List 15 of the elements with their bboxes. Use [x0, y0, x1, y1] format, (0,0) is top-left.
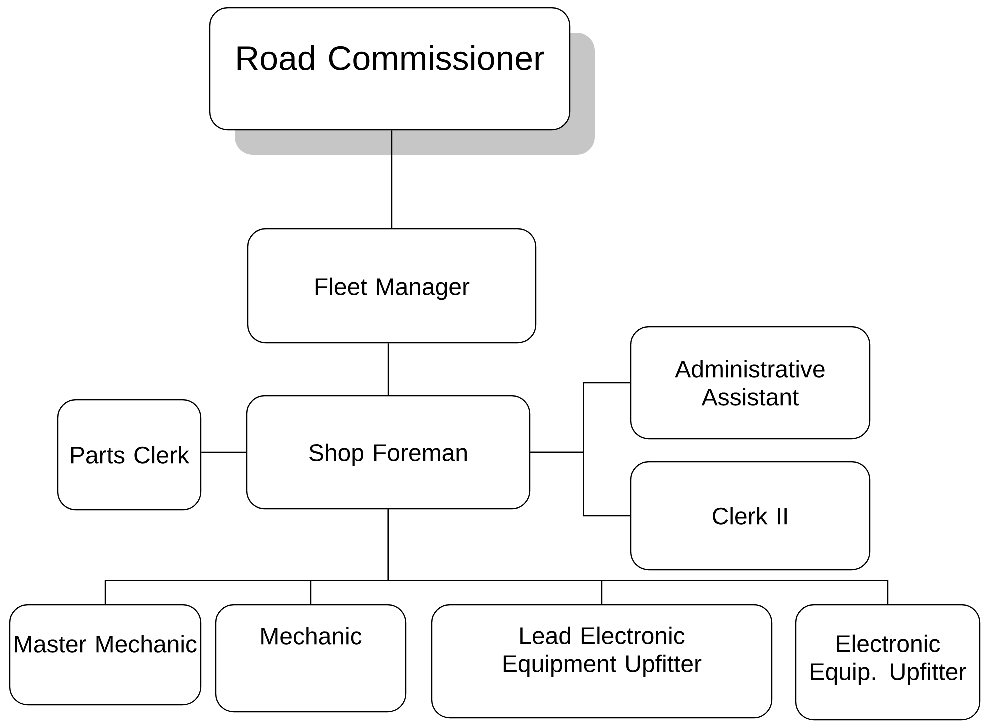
org-box: Lead Electronic Equipment Upfitter: [431, 604, 773, 719]
connector-line: [391, 130, 393, 228]
org-box: Fleet Manager: [247, 228, 537, 344]
connector-line: [388, 510, 889, 604]
org-box: Clerk II: [630, 461, 871, 571]
org-box: Mechanic: [215, 604, 407, 713]
connector-line: [388, 344, 390, 396]
org-box: Master Mechanic: [9, 604, 202, 706]
org-box: Road Commissioner: [209, 7, 595, 155]
connector-line: [530, 452, 630, 517]
org-box: Electronic Equip. Upfitter: [795, 604, 981, 721]
connector-line: [202, 452, 246, 454]
org-box: Parts Clerk: [57, 399, 202, 511]
org-box: Shop Foreman: [246, 395, 531, 510]
org-box: Administrative Assistant: [630, 326, 871, 440]
